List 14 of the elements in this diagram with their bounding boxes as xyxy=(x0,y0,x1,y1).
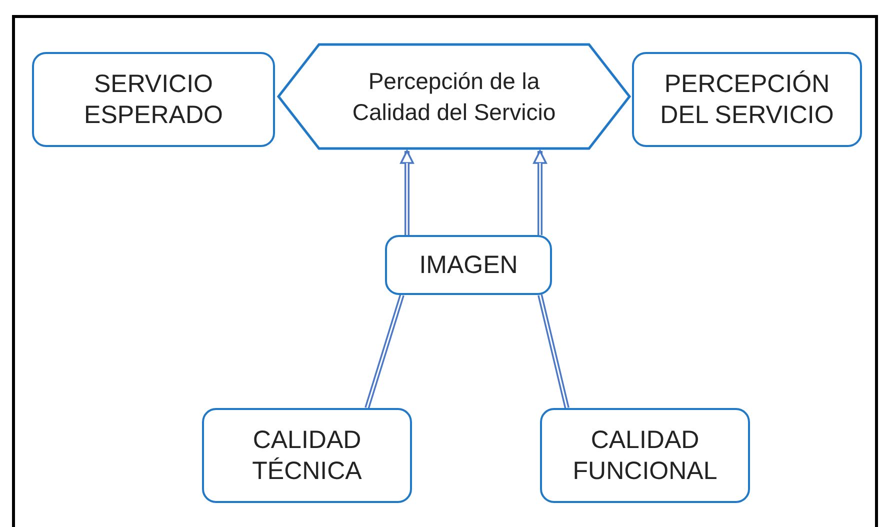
process-box xyxy=(540,408,750,503)
arrow xyxy=(533,150,547,235)
hexagon-shape xyxy=(277,43,631,150)
process-box xyxy=(32,52,275,147)
process-box xyxy=(632,52,862,147)
node-label: CALIDAD FUNCIONAL xyxy=(572,424,718,486)
arrow xyxy=(400,150,414,235)
node-label: PERCEPCIÓN DEL SERVICIO xyxy=(659,68,835,130)
node-label: CALIDAD TÉCNICA xyxy=(251,424,363,486)
node-label: Percepción de la Calidad del Servicio xyxy=(351,66,557,126)
node-label: IMAGEN xyxy=(419,250,518,280)
process-box xyxy=(202,408,412,503)
node-label: SERVICIO ESPERADO xyxy=(83,68,224,130)
process-box xyxy=(385,235,552,295)
